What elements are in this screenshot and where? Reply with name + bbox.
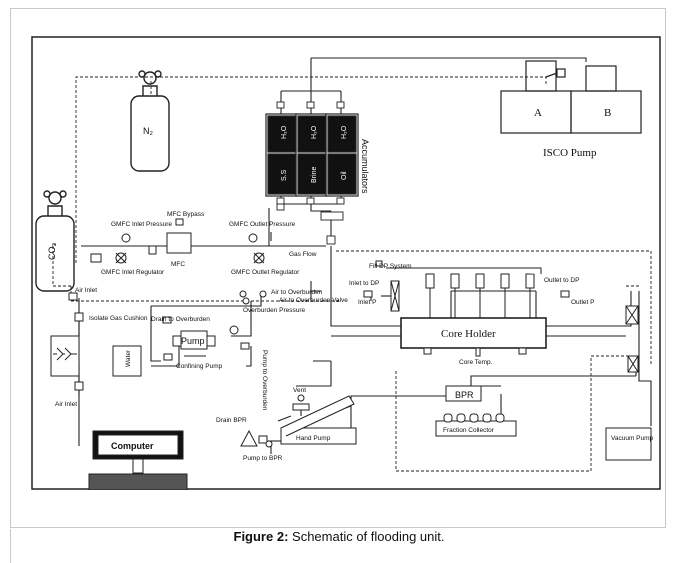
overburden-pressure-label: Overburden Pressure bbox=[243, 307, 306, 314]
pump-to-overburden-label: Pump to Overburden bbox=[261, 350, 268, 411]
gmfc-outlet-pressure-label: GMFC Outlet Pressure bbox=[229, 221, 295, 228]
pump-to-bpr-label: Pump to BPR bbox=[243, 455, 283, 462]
core-temp-label: Core Temp. bbox=[459, 359, 493, 366]
fraction-collector-label: Fraction Collector bbox=[443, 427, 495, 434]
air-to-overburden-valve-label: Air to Overburden Valve bbox=[279, 297, 348, 304]
outlet-to-dp-label: Outlet to DP bbox=[544, 277, 579, 284]
gmfc-inlet-regulator-label: GMFC Inlet Regulator bbox=[101, 269, 165, 276]
pump-label: Pump bbox=[181, 336, 205, 346]
computer-label: Computer bbox=[111, 441, 154, 451]
accumulators-label: Accumulators bbox=[360, 139, 370, 194]
diagram-border bbox=[31, 36, 661, 490]
figure-caption: Figure 2: Schematic of flooding unit. bbox=[0, 529, 678, 544]
gmfc-outlet-regulator-label: GMFC Outlet Regulator bbox=[231, 269, 300, 276]
vent-label: Vent bbox=[293, 387, 306, 394]
water-label: Water bbox=[125, 349, 132, 367]
bpr-label: BPR bbox=[455, 390, 474, 400]
isco-pump-label: ISCO Pump bbox=[543, 147, 597, 159]
gmfc-inlet-pressure-label: GMFC Inlet Pressure bbox=[111, 221, 172, 228]
flooding-unit-schematic: A B ISCO Pump N₂ CO₂ H₂O H₂O H₂O S.S Bri… bbox=[31, 36, 661, 490]
valves bbox=[276, 101, 345, 245]
inlet-p-label: Inlet P bbox=[358, 299, 376, 306]
drain-to-overburden-label: Drain to Overburden bbox=[151, 316, 210, 323]
co2-label: CO₂ bbox=[47, 243, 57, 261]
isco-a-label: A bbox=[534, 107, 542, 119]
dp-system bbox=[363, 260, 639, 373]
mfc-label: MFC bbox=[171, 261, 185, 268]
confining-system bbox=[50, 290, 267, 391]
acc-top2: H₂O bbox=[311, 125, 318, 139]
inlet-to-dp-label: Inlet to DP bbox=[349, 280, 379, 287]
air-inlet-top-label: Air Inlet bbox=[75, 287, 97, 294]
acc-bot3: Oil bbox=[341, 171, 348, 180]
isco-pump bbox=[500, 60, 642, 134]
vacuum-label: Vacuum Pump bbox=[611, 435, 654, 442]
isolate-gas-label: Isolate Gas Cushion bbox=[89, 315, 148, 322]
gas-control bbox=[90, 218, 265, 264]
air-to-overburden-label: Air to Overburden bbox=[271, 289, 323, 296]
frame-edge bbox=[10, 529, 11, 563]
computer bbox=[88, 430, 188, 490]
confining-pump-label: Confining Pump bbox=[176, 363, 223, 370]
core-holder-label: Core Holder bbox=[441, 328, 496, 340]
co2-cylinder bbox=[35, 190, 75, 292]
isco-b-label: B bbox=[604, 107, 611, 119]
mfc-bypass-label: MFC Bypass bbox=[167, 211, 205, 218]
accumulators bbox=[265, 113, 359, 197]
acc-top1: H₂O bbox=[281, 125, 288, 139]
fill-dp-label: Fill DP System bbox=[369, 263, 412, 270]
hand-pump-label: Hand Pump bbox=[296, 435, 331, 442]
n2-cylinder bbox=[130, 70, 170, 172]
acc-top3: H₂O bbox=[341, 125, 348, 139]
acc-bot1: S.S bbox=[281, 169, 288, 181]
outlet-p-label: Outlet P bbox=[571, 299, 594, 306]
caption-text: Schematic of flooding unit. bbox=[288, 529, 445, 544]
gas-flow-label: Gas Flow bbox=[289, 251, 317, 258]
process-lines bbox=[60, 57, 652, 454]
hand-pump-system bbox=[240, 385, 652, 461]
acc-bot2: Brine bbox=[311, 167, 318, 183]
air-inlet-bottom-label: Air Inlet bbox=[55, 401, 77, 408]
caption-prefix: Figure 2: bbox=[233, 529, 289, 544]
drain-bpr-label: Drain BPR bbox=[216, 417, 247, 424]
n2-label: N₂ bbox=[143, 126, 153, 136]
